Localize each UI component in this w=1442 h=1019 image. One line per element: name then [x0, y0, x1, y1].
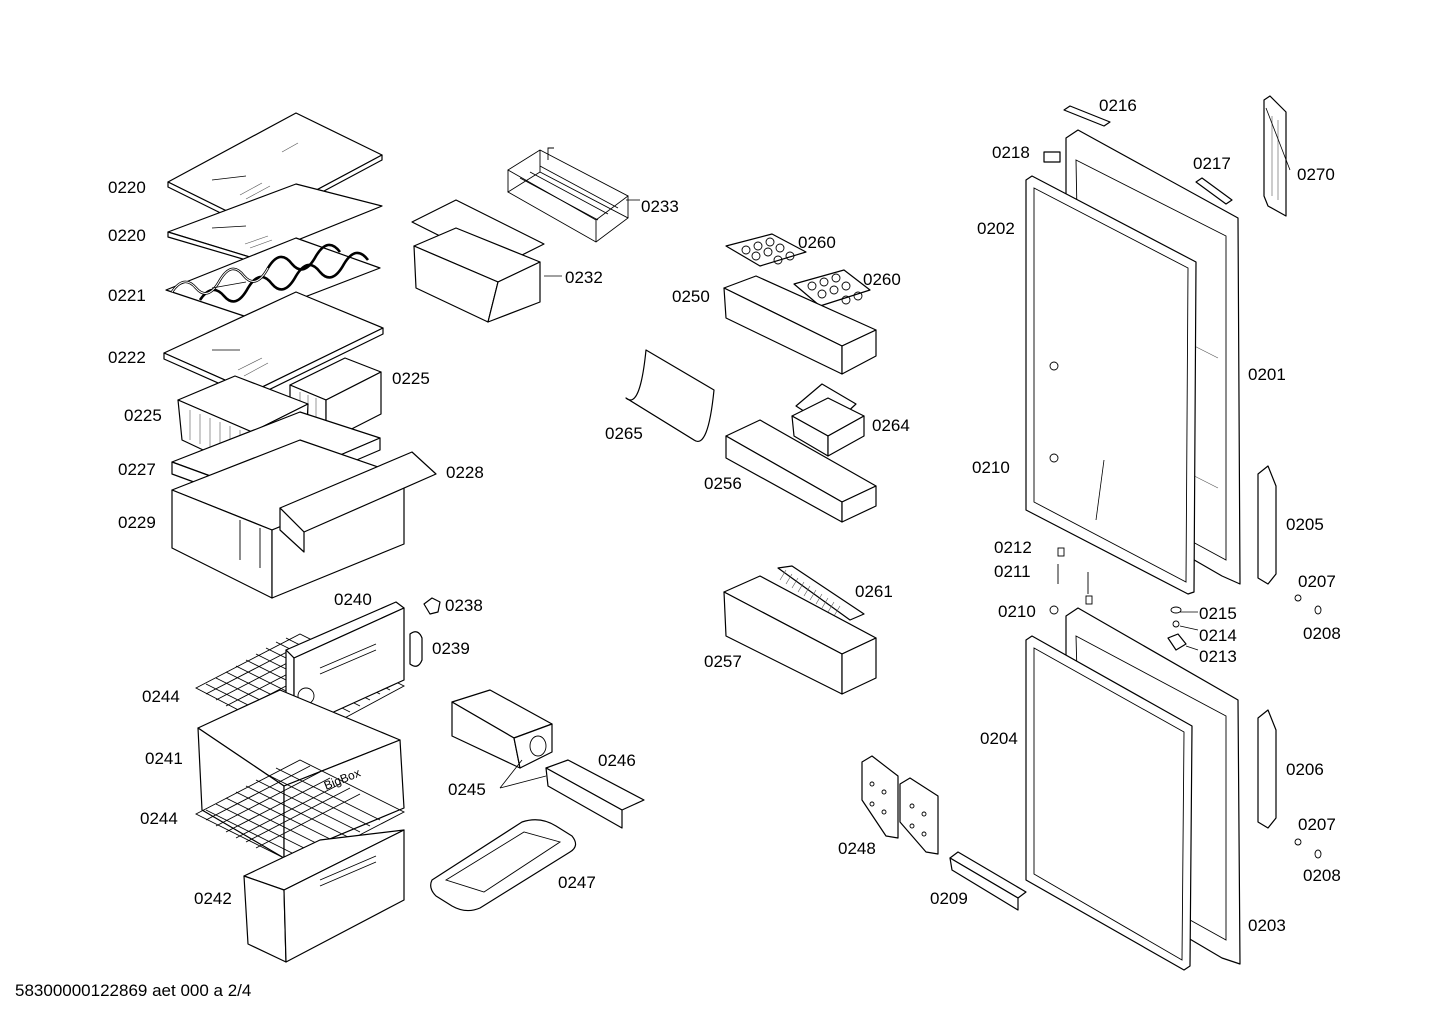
label-0244-top: 0244: [142, 687, 180, 706]
label-0206: 0206: [1286, 760, 1324, 779]
wire-basket-0233: [507, 147, 629, 243]
label-0217: 0217: [1193, 154, 1231, 173]
label-0207-upper: 0207: [1298, 572, 1336, 591]
label-0210-lower: 0210: [998, 602, 1036, 621]
hinge-cover-0270: [1263, 95, 1287, 217]
label-0256: 0256: [704, 474, 742, 493]
handle-0205: [1257, 465, 1277, 585]
label-0202: 0202: [977, 219, 1015, 238]
label-0225-left: 0225: [124, 406, 162, 425]
label-0209: 0209: [930, 889, 968, 908]
label-0203: 0203: [1248, 916, 1286, 935]
label-0208-lower: 0208: [1303, 866, 1341, 885]
label-0208-upper: 0208: [1303, 624, 1341, 643]
bottle-shelf-0257: [723, 575, 877, 695]
label-0246: 0246: [598, 751, 636, 770]
document-footer-code: 58300000122869 aet 000 a 2/4: [15, 981, 252, 1000]
label-0220-second: 0220: [108, 226, 146, 245]
cover-0216: [1063, 105, 1111, 127]
storage-box-0232: [411, 199, 545, 323]
label-0218: 0218: [992, 143, 1030, 162]
label-0215: 0215: [1199, 604, 1237, 623]
label-0228: 0228: [446, 463, 484, 482]
label-0221: 0221: [108, 286, 146, 305]
cover-0218: [1043, 151, 1061, 163]
label-0201: 0201: [1248, 365, 1286, 384]
label-0220-top: 0220: [108, 178, 146, 197]
handle-0239: [409, 631, 423, 667]
label-0227: 0227: [118, 460, 156, 479]
label-0245: 0245: [448, 780, 486, 799]
freezer-drawer-0241: BigBox: [197, 689, 405, 859]
crisper-flap-0228: [279, 451, 437, 553]
label-0239: 0239: [432, 639, 470, 658]
label-0213: 0213: [1199, 647, 1237, 666]
door-gasket-0202: [1025, 175, 1197, 595]
label-0238: 0238: [445, 596, 483, 615]
egg-tray-0260-a: [725, 233, 807, 267]
label-0229: 0229: [118, 513, 156, 532]
label-0247: 0247: [558, 873, 596, 892]
ice-tray-0246: [545, 759, 645, 829]
cold-pack-0248: [861, 755, 939, 855]
label-0240: 0240: [334, 590, 372, 609]
crisper-base-0229: [171, 439, 405, 599]
freezer-drawer-0242: [243, 829, 405, 963]
label-0204: 0204: [980, 729, 1018, 748]
butter-dish-0264: [791, 383, 865, 457]
label-0211: 0211: [994, 562, 1031, 581]
label-0261: 0261: [855, 582, 893, 601]
door-shelf-0250: [723, 275, 877, 375]
label-0225-right: 0225: [392, 369, 430, 388]
label-0216: 0216: [1099, 96, 1137, 115]
clip-0238: [423, 597, 441, 615]
cover-strip-0209: [949, 851, 1027, 911]
label-0241: 0241: [145, 749, 183, 768]
hinge-parts-0210-0215: [1049, 361, 1322, 859]
label-0214: 0214: [1199, 626, 1237, 645]
label-0212: 0212: [994, 538, 1032, 557]
egg-tray-0260-b: [793, 269, 871, 307]
bottle-rack-0221: [165, 237, 381, 319]
label-0210-upper: 0210: [972, 458, 1010, 477]
door-gasket-0204: [1025, 635, 1193, 971]
label-0270: 0270: [1297, 165, 1335, 184]
label-0260-b: 0260: [863, 270, 901, 289]
label-0207-lower: 0207: [1298, 815, 1336, 834]
label-0248: 0248: [838, 839, 876, 858]
label-0205: 0205: [1286, 515, 1324, 534]
deflector-0265: [625, 349, 715, 442]
handle-0206: [1257, 709, 1277, 829]
label-0265: 0265: [605, 424, 643, 443]
door-shelf-0256: [725, 419, 877, 523]
cover-0217: [1195, 177, 1233, 205]
label-0233: 0233: [641, 197, 679, 216]
label-0242: 0242: [194, 889, 232, 908]
label-0250: 0250: [672, 287, 710, 306]
wire-grid-0244-bottom: [195, 759, 405, 867]
ice-maker-0245: [451, 689, 553, 769]
label-0260-a: 0260: [798, 233, 836, 252]
ice-tray-0247: [430, 819, 577, 912]
label-0244-bottom: 0244: [140, 809, 178, 828]
bottle-retainer-0261: [777, 565, 865, 621]
label-0222: 0222: [108, 348, 146, 367]
leader-lines: [211, 107, 1291, 789]
label-0232: 0232: [565, 268, 603, 287]
label-0257: 0257: [704, 652, 742, 671]
label-0264: 0264: [872, 416, 910, 435]
part-labels: 0220 0220 0221 0222 0225 0225 0227 0228 …: [108, 96, 1341, 935]
